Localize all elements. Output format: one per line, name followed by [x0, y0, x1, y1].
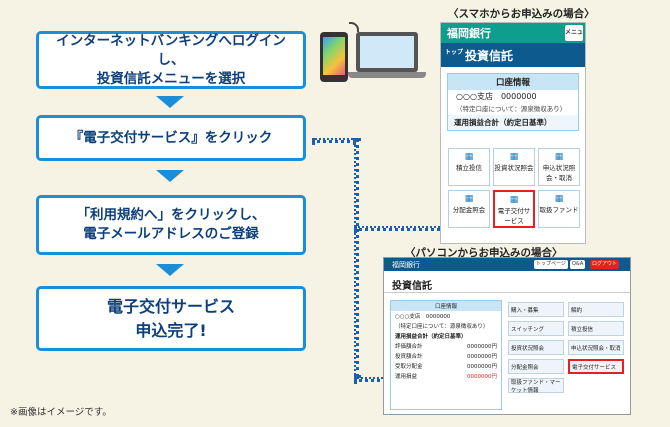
pc-menu-item[interactable]: 積立投信: [568, 321, 624, 336]
pc-menu-item[interactable]: 申込状況照会・取消: [568, 340, 624, 355]
step2-text: 『電子交付サービス』をクリック: [69, 129, 273, 146]
menu-item-label: 積立投信: [456, 164, 482, 172]
down-arrow-icon: [156, 96, 184, 108]
pc-screen: 福岡銀行 トップページ Q&A ログアウト 投資信託 口座情報 ○○○支店 00…: [383, 257, 631, 415]
phone-menu-item[interactable]: ▦ 申込状況照会・取消: [538, 148, 580, 186]
menu-button[interactable]: メニュー: [565, 25, 583, 52]
pc-header: 福岡銀行 トップページ Q&A ログアウト: [384, 258, 630, 271]
account-header: 口座情報: [448, 74, 578, 90]
pc-caption: 〈パソコンからお申込みの場合〉: [405, 247, 563, 259]
pc-account-panel: 口座情報 ○○○支店 0000000 （特定口座について：源泉徴収あり） 運用損…: [390, 300, 502, 410]
menu-item-icon: ▦: [554, 152, 564, 162]
branch-text: ○○○支店 0000000: [456, 92, 537, 101]
pc-menu-item[interactable]: 分配金照会: [508, 359, 564, 374]
phone-menu-item[interactable]: ▦ 取扱ファンド: [538, 190, 580, 228]
pc-branch: ○○○支店 0000000: [395, 314, 451, 320]
step4-line2: 申込完了!: [135, 320, 207, 340]
pc-tax-note: （特定口座について：源泉徴収あり）: [395, 324, 489, 330]
pc-pl-label: 運用損益合計（約定日基準）: [395, 334, 467, 340]
phone-header: 福岡銀行 メニュー: [441, 23, 585, 52]
menu-item-label: 電子交付サービス: [497, 207, 531, 225]
step3-line2: 電子メールアドレスのご登録: [83, 226, 259, 242]
step3-line1: 「利用規約へ」をクリックし、: [76, 207, 266, 223]
pc-menu-item[interactable]: 解約: [568, 302, 624, 317]
menu-item-icon: ▦: [509, 195, 519, 205]
bank-logo: 福岡銀行: [392, 260, 420, 269]
menu-item-label: 取扱ファンド: [539, 206, 579, 214]
down-arrow-icon: [156, 170, 184, 182]
pc-menu-item[interactable]: 投資状況照会: [508, 340, 564, 355]
pc-title: 投資信託: [384, 271, 630, 293]
phone-title-bar: トップ 投資信託: [441, 43, 585, 67]
step1-line1: インターネットバンキングへログインし、: [56, 32, 286, 68]
laptop-icon: [356, 32, 418, 72]
phone-menu-item[interactable]: ▦ 積立投信: [448, 148, 490, 186]
pc-account-header: 口座情報: [391, 301, 501, 311]
menu-item-icon: ▦: [509, 152, 519, 162]
account-box: 口座情報 ○○○支店 0000000 （特定口座について：源泉徴収あり） 運用損…: [447, 73, 579, 131]
step-complete: 電子交付サービス申込完了!: [36, 286, 306, 351]
top-page-button[interactable]: トップページ: [534, 260, 568, 269]
tax-note: （特定口座について：源泉徴収あり）: [456, 105, 567, 113]
phone-title: 投資信託: [465, 48, 514, 63]
laptop-base: [348, 72, 426, 78]
disclaimer-note: ※画像はイメージです。: [10, 407, 112, 418]
bank-logo: 福岡銀行: [447, 27, 491, 40]
menu-item-label: 申込状況照会・取消: [542, 164, 576, 182]
step4-line1: 電子交付サービス: [106, 296, 235, 316]
step-register-email: 「利用規約へ」をクリックし、電子メールアドレスのご登録: [36, 195, 306, 255]
menu-item-icon: ▦: [464, 194, 474, 204]
pc-menu-item[interactable]: スイッチング: [508, 321, 564, 336]
step-login: インターネットバンキングへログインし、投資信託メニューを選択: [36, 31, 306, 89]
step-click-service: 『電子交付サービス』をクリック: [36, 115, 306, 161]
phone-menu-item[interactable]: ▦ 分配金照会: [448, 190, 490, 228]
phone-caption: 〈スマホからお申込みの場合〉: [448, 8, 595, 20]
pc-menu-item[interactable]: 電子交付サービス: [568, 359, 624, 374]
menu-item-icon: ▦: [464, 152, 474, 162]
menu-item-label: 分配金照会: [452, 206, 486, 214]
menu-item-icon: ▦: [554, 194, 564, 204]
qa-button[interactable]: Q&A: [570, 260, 586, 269]
smartphone-icon: [320, 32, 348, 82]
menu-item-label: 投資状況照会: [494, 164, 534, 172]
pc-menu-item[interactable]: 購入・募集: [508, 302, 564, 317]
step1-line2: 投資信託メニューを選択: [96, 70, 246, 87]
pl-label: 運用損益合計（約定日基準）: [448, 115, 578, 130]
phone-menu-item[interactable]: ▦ 電子交付サービス: [493, 190, 535, 228]
connector-line: [312, 138, 356, 143]
phone-menu-item[interactable]: ▦ 投資状況照会: [493, 148, 535, 186]
wifi-icon: [349, 22, 359, 32]
pc-menu-item[interactable]: 取扱ファンド・マーケット情報: [508, 378, 564, 394]
connector-line: [354, 138, 359, 378]
down-arrow-icon: [156, 264, 184, 276]
logout-button[interactable]: ログアウト: [590, 260, 620, 269]
home-link[interactable]: トップ: [445, 49, 464, 56]
